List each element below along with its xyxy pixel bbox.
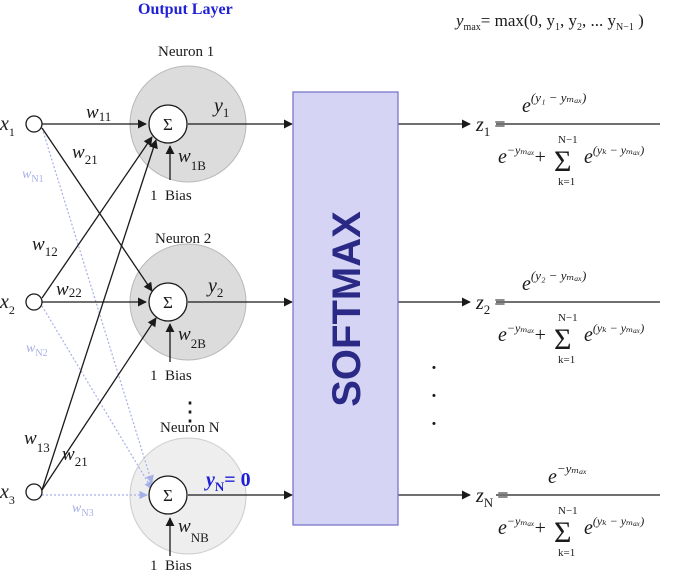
- numerator-n: e−yₘₐₓ: [548, 461, 587, 488]
- svg-text:e(yₖ − yₘₐₓ): e(yₖ − yₘₐₓ): [584, 514, 644, 539]
- input-node-x3: [25, 483, 43, 501]
- svg-text:k=1: k=1: [558, 176, 575, 188]
- svg-text:Σ: Σ: [554, 516, 571, 549]
- softmax-box: [292, 91, 399, 526]
- neuron-1-output-label: y1: [212, 95, 229, 120]
- output-label-z2: z2=: [475, 292, 506, 317]
- neuron-1-sum-node: [148, 104, 188, 144]
- svg-text:Σ: Σ: [554, 323, 571, 356]
- denominator-2: e−yₘₐₓ+ N−1 Σ k=1 e(yₖ − yₘₐₓ): [498, 312, 644, 366]
- weight-label-wn2: wN2: [26, 341, 48, 359]
- input-node-x1: [25, 115, 43, 133]
- svg-text:e(yₖ − yₘₐₓ): e(yₖ − yₘₐₓ): [584, 321, 644, 346]
- softmax-label: SOFTMAX: [325, 211, 369, 407]
- svg-text:e(yₖ − yₘₐₓ): e(yₖ − yₘₐₓ): [584, 143, 644, 168]
- neuron-n-body: [129, 437, 247, 555]
- output-label-z1: z1=: [475, 114, 506, 139]
- neuron-ellipsis: ⋮: [177, 397, 203, 426]
- svg-text:·: ·: [430, 409, 439, 438]
- input-node-x2: [25, 293, 43, 311]
- numerator-1: e(y₁ − yₘₐₓ): [522, 90, 586, 117]
- svg-text:ymax= max(0, y1, y2, ... yN−1: ymax= max(0, y1, y2, ... yN−1 ): [454, 11, 644, 33]
- neuron-n-title: Neuron N: [160, 420, 220, 436]
- weight-label-w21-bottom: w21: [62, 444, 88, 469]
- neuron-2-sum-node: [148, 282, 188, 322]
- neuron-2-title: Neuron 2: [155, 231, 211, 247]
- denominator-n: e−yₘₐₓ+ N−1 Σ k=1 e(yₖ − yₘₐₓ): [498, 505, 644, 559]
- svg-text:N−1: N−1: [558, 505, 578, 517]
- bias-label-n: 1 Bias: [150, 558, 192, 572]
- weight-label-w12: w12: [32, 234, 58, 259]
- neuron-2-output-label: y2: [206, 275, 223, 300]
- input-label-x1: x1: [0, 113, 15, 139]
- weight-label-w21-top: w21: [72, 142, 98, 167]
- svg-text:·: ·: [430, 381, 439, 410]
- output-ellipsis: · · ·: [430, 353, 439, 438]
- svg-text:N−1: N−1: [558, 134, 578, 146]
- svg-text:k=1: k=1: [558, 354, 575, 366]
- svg-text:e−yₘₐₓ+: e−yₘₐₓ+: [498, 321, 546, 346]
- weight-label-w13: w13: [24, 428, 50, 455]
- dotted-weights: [41, 127, 154, 500]
- numerator-2: e(y₂ − yₘₐₓ): [522, 268, 586, 295]
- svg-text:N−1: N−1: [558, 312, 578, 324]
- input-label-x3: x3: [0, 481, 15, 507]
- svg-text:k=1: k=1: [558, 547, 575, 559]
- svg-text:·: ·: [430, 353, 439, 382]
- input-label-x2: x2: [0, 291, 15, 317]
- solid-weights: [41, 119, 471, 556]
- weight-label-w11: w11: [86, 102, 111, 124]
- output-label-zn: zN=: [475, 485, 508, 510]
- denominator-1: e−yₘₐₓ+ N−1 Σ k=1 e(yₖ − yₘₐₓ): [498, 134, 644, 188]
- sigma-icon: Σ: [163, 293, 173, 312]
- bias-label-1: 1 Bias: [150, 188, 192, 204]
- neuron-n-output-label: yN= 0: [204, 469, 251, 494]
- neuron-n-sum-node: [148, 475, 188, 515]
- weight-label-wn1: wN1: [22, 167, 44, 185]
- neuron-1-title: Neuron 1: [158, 44, 214, 60]
- svg-text:e−yₘₐₓ+: e−yₘₐₓ+: [498, 143, 546, 168]
- bias-label-2: 1 Bias: [150, 368, 192, 384]
- sigma-icon: Σ: [163, 115, 173, 134]
- weight-label-wn3: wN3: [72, 501, 94, 519]
- ymax-formula: ymax= max(0, y1, y2, ... yN−1 ): [454, 11, 644, 33]
- svg-text:e−yₘₐₓ+: e−yₘₐₓ+: [498, 514, 546, 539]
- bias-weight-1: w1B: [178, 146, 206, 173]
- svg-text:Σ: Σ: [554, 145, 571, 178]
- bias-weight-n: wNB: [178, 516, 209, 545]
- weight-label-w22: w22: [56, 279, 82, 300]
- bias-weight-2: w2B: [178, 324, 206, 351]
- sigma-icon: Σ: [163, 486, 173, 505]
- output-layer-label: Output Layer: [138, 1, 233, 18]
